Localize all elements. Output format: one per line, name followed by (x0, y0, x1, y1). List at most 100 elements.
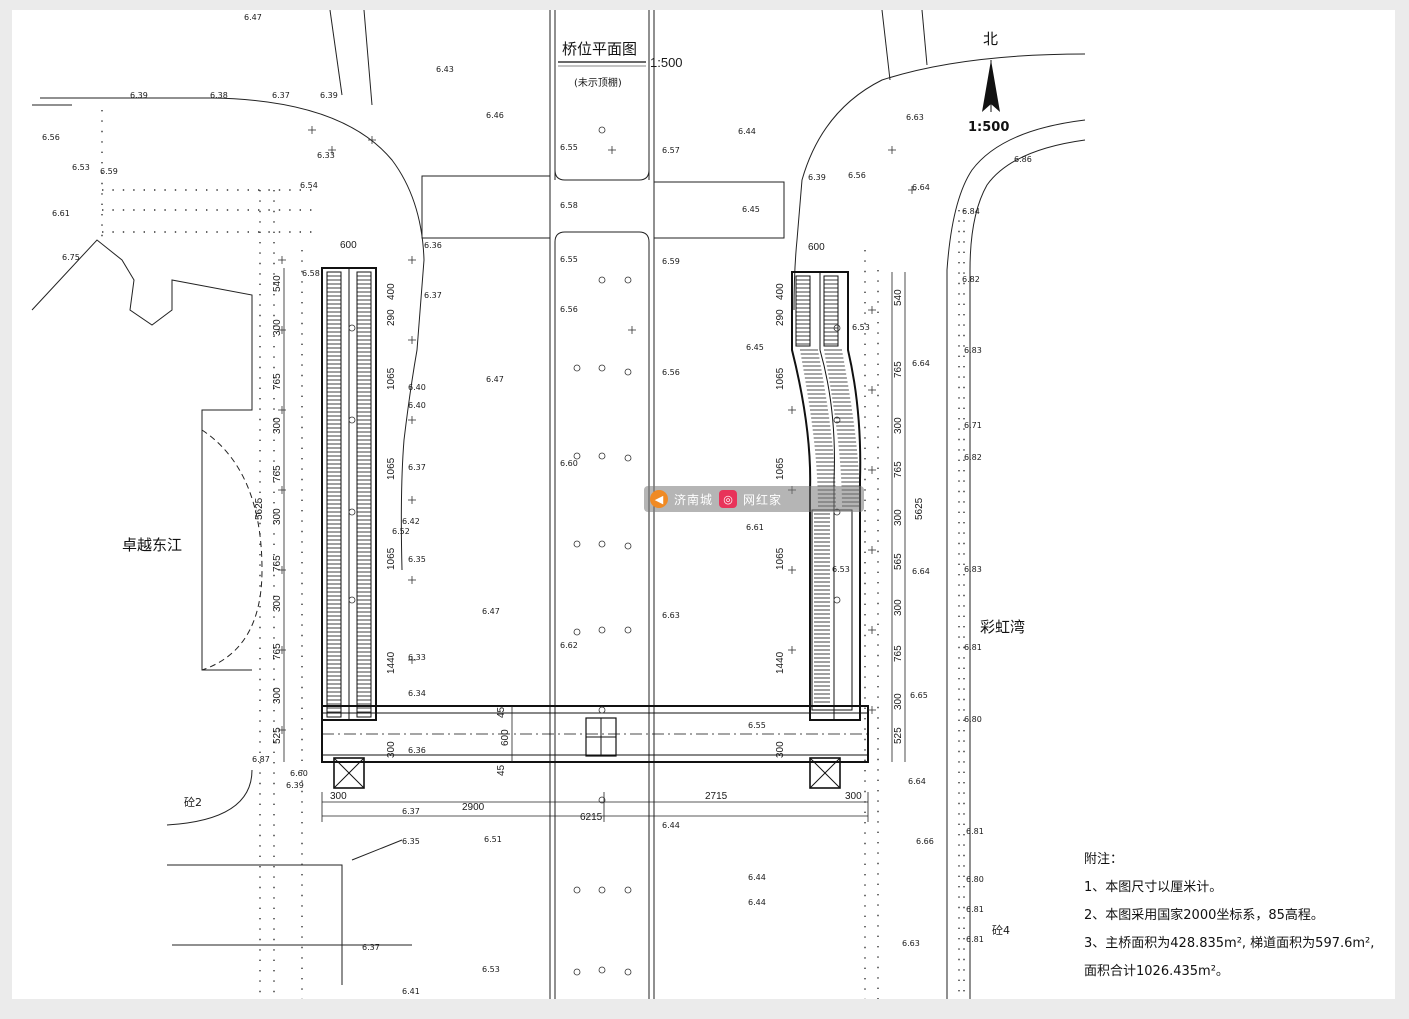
elevation-label: 6.82 (962, 275, 980, 284)
elevation-label: 6.60 (290, 769, 308, 778)
survey-point-icon (624, 454, 632, 462)
survey-point-icon (573, 452, 581, 460)
dim-right-col: 565 (893, 553, 904, 570)
dim-right-col: 765 (893, 461, 904, 478)
elevation-label: 6.82 (964, 453, 982, 462)
note-1: 1、本图尺寸以厘米计。 (1084, 880, 1222, 895)
plan-subtitle: (未示顶棚) (574, 76, 622, 89)
survey-point-icon (598, 364, 606, 372)
note-2: 2、本图采用国家2000坐标系，85高程。 (1084, 907, 1324, 923)
watermark-logo-icon: ◀ (650, 490, 668, 508)
dim-bridge-width: 600 (500, 729, 511, 746)
watermark-text-right: 网红家 (743, 492, 783, 507)
elevation-label: 6.47 (244, 13, 262, 22)
survey-point-icon (624, 276, 632, 284)
elevation-label: 6.44 (748, 898, 766, 907)
elevation-label: 6.36 (408, 746, 426, 755)
place-right: 彩虹湾 (980, 618, 1025, 636)
left-stair-treads (327, 275, 371, 713)
dim-right-inner: 400 (775, 283, 786, 300)
main-bridge-deck (321, 705, 869, 789)
elevation-label: 6.57 (662, 146, 680, 155)
dim-left-col: 765 (272, 373, 283, 390)
dim-right-inner: 1065 (775, 547, 786, 570)
elevation-label: 6.80 (966, 875, 984, 884)
dim-left-inner: 400 (386, 283, 397, 300)
place-bottom-right: 砼4 (992, 924, 1010, 937)
dim-right-col: 300 (893, 599, 904, 616)
elevation-label: 6.56 (560, 305, 578, 314)
road-linework (31, 10, 1086, 999)
dim-left-total: 5625 (254, 497, 265, 520)
survey-point-icon (598, 796, 606, 804)
dim-left-col: 300 (272, 595, 283, 612)
elevation-label: 6.63 (902, 939, 920, 948)
elevation-label: 6.62 (560, 641, 578, 650)
elevation-label: 6.66 (916, 837, 934, 846)
survey-point-icon (598, 966, 606, 974)
elevation-label: 6.39 (286, 781, 304, 790)
watermark-overlay: ◀ 济南城 ◎ 网红家 (644, 486, 864, 512)
place-left: 卓越东江 (122, 536, 182, 554)
elevation-label: 6.56 (662, 368, 680, 377)
survey-point-icon (573, 540, 581, 548)
survey-point-icon (598, 540, 606, 548)
dim-right-inner: 290 (775, 309, 786, 326)
elevation-label: 6.63 (662, 611, 680, 620)
elevation-label: 6.87 (252, 755, 270, 764)
elevation-label: 6.37 (362, 943, 380, 952)
elevation-label: 6.64 (912, 359, 930, 368)
elevation-label: 6.63 (906, 113, 924, 122)
plan-title: 桥位平面图 (562, 40, 637, 58)
elevation-label: 6.80 (964, 715, 982, 724)
survey-point-icon (598, 126, 606, 134)
elevation-label: 6.55 (560, 143, 578, 152)
elevation-label: 6.43 (436, 65, 454, 74)
elevation-label: 6.36 (424, 241, 442, 250)
survey-point-icon (573, 628, 581, 636)
right-stair-treads (796, 275, 860, 707)
dim-left-inner: 290 (386, 309, 397, 326)
survey-point-icon (348, 596, 356, 604)
elevation-label: 6.65 (910, 691, 928, 700)
elevation-label: 6.53 (482, 965, 500, 974)
elevation-label: 6.33 (317, 151, 335, 160)
north-arrow: 北 1:500 (968, 30, 1009, 135)
elevation-label: 6.56 (848, 171, 866, 180)
elevation-label: 6.59 (662, 257, 680, 266)
survey-marks (278, 126, 916, 976)
elevation-label: 6.34 (408, 689, 426, 698)
plan-scale: 1:500 (650, 55, 683, 70)
elevation-label: 6.64 (912, 567, 930, 576)
elevation-label: 6.39 (320, 91, 338, 100)
dim-left-col: 300 (272, 687, 283, 704)
dim-bridge-bottom: 45 (496, 764, 507, 776)
elevation-label: 6.44 (738, 127, 756, 136)
dim-bottom-right-small: 300 (845, 791, 862, 802)
elevation-label: 6.47 (486, 375, 504, 384)
survey-point-icon (348, 324, 356, 332)
dim-bottom-left-span: 2900 (462, 802, 485, 813)
elevation-label: 6.37 (424, 291, 442, 300)
survey-point-icon (624, 968, 632, 976)
elevation-label: 6.83 (964, 346, 982, 355)
dim-right-col: 525 (893, 727, 904, 744)
bridge-site-plan: 北 1:500 桥位平面图 1:500 (未示顶棚) 卓越东江 彩虹湾 砼2 砼… (31, 10, 1374, 999)
survey-point-icon (598, 626, 606, 634)
survey-dot-lines (101, 110, 965, 999)
dim-bridge-top: 45 (496, 706, 507, 718)
elevation-label: 6.33 (408, 653, 426, 662)
dim-left-top: 600 (340, 240, 357, 251)
survey-point-icon (833, 596, 841, 604)
elevation-label: 6.40 (408, 383, 426, 392)
dim-left-col: 300 (272, 508, 283, 525)
title-block: 桥位平面图 1:500 (未示顶棚) (558, 40, 683, 89)
elevation-label: 6.53 (832, 565, 850, 574)
north-scale: 1:500 (968, 120, 1009, 135)
watermark-text-left: 济南城 (674, 492, 714, 507)
survey-point-icon (624, 626, 632, 634)
elevation-label: 6.83 (964, 565, 982, 574)
elevation-label: 6.81 (966, 935, 984, 944)
elevation-label: 6.81 (964, 643, 982, 652)
